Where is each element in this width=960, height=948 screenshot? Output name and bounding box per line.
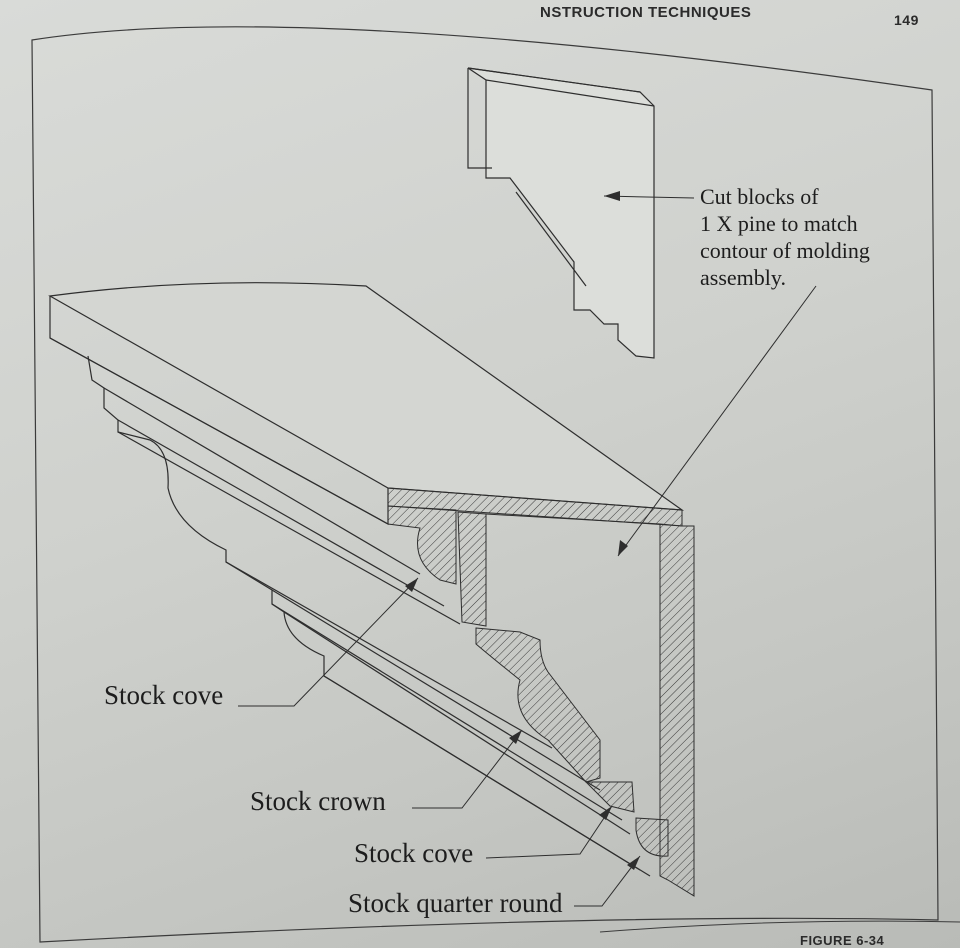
arrow-heads [405,191,640,870]
page-border [31,26,939,943]
cove-lower-section [584,781,635,813]
running-title: NSTRUCTION TECHNIQUES [540,4,752,21]
cross-sections [387,487,695,897]
cove-section [387,505,457,585]
label-cut-blocks-line1: Cut blocks of [700,184,819,209]
label-stock-crown: Stock crown [250,786,386,816]
figure-label: FIGURE 6-34 [800,933,885,948]
page-number: 149 [894,12,919,28]
label-cut-blocks-line2: 1 X pine to match [700,211,858,236]
molding-body [48,282,685,877]
label-stock-quarter-round: Stock quarter round [348,888,563,918]
crown-section [475,627,601,783]
label-cut-blocks-line3: contour of molding [700,238,870,263]
vertical-board-section [659,523,695,897]
label-stock-cove-lower: Stock cove [354,838,474,868]
label-stock-cove-upper: Stock cove [104,680,224,710]
label-cut-blocks-line4: assembly. [700,265,786,290]
pine-block [467,67,655,359]
footer-rule [599,920,960,933]
block-section [457,511,487,627]
